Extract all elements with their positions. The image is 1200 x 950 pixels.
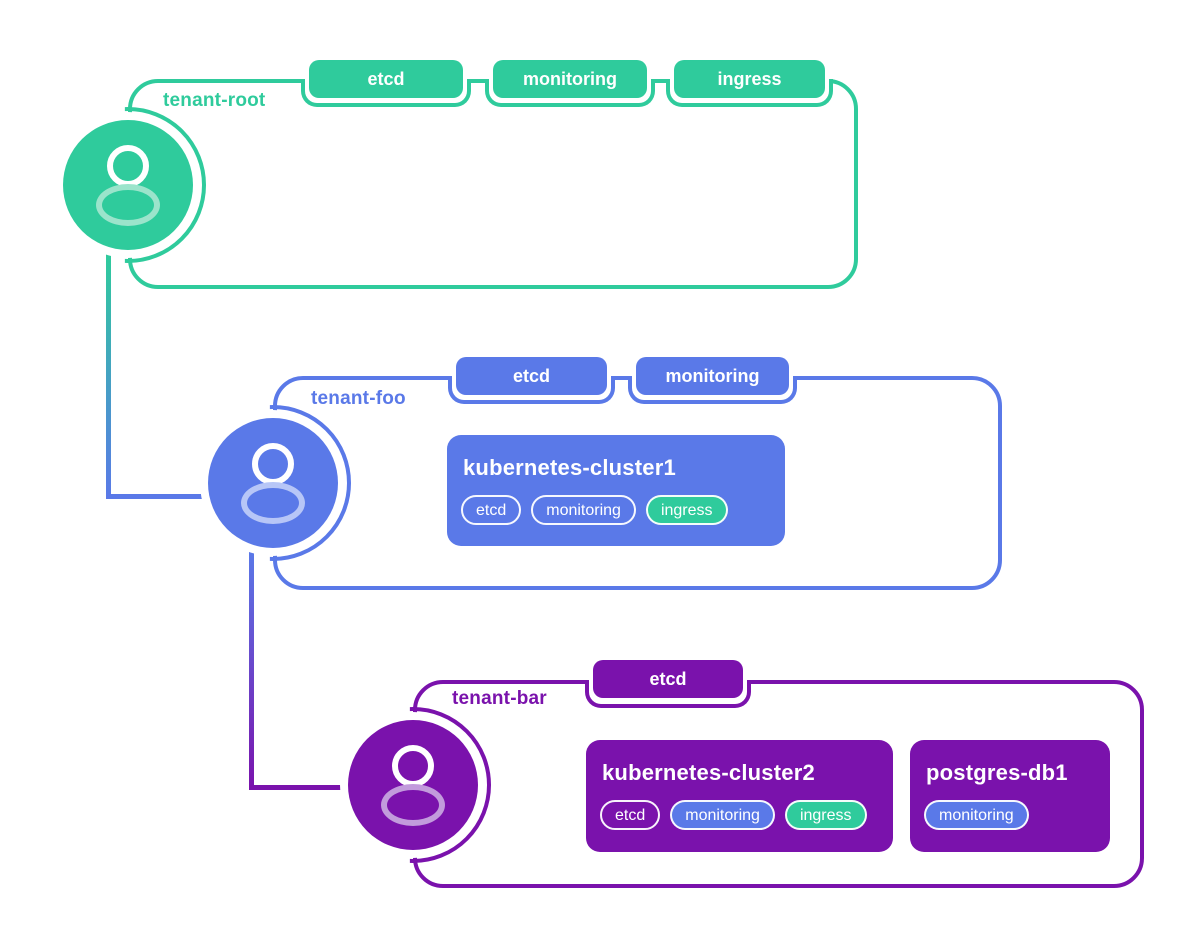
- workload-title: kubernetes-cluster2: [602, 760, 815, 785]
- badge-etcd: etcd: [461, 495, 522, 525]
- tenant-bar-name-label: tenant-bar: [452, 688, 547, 709]
- workload-badges: monitoring: [924, 800, 1029, 830]
- badge-etcd: etcd: [600, 800, 661, 830]
- badge-monitoring: monitoring: [531, 495, 636, 525]
- badge-ingress: ingress: [784, 800, 867, 830]
- badge-monitoring: monitoring: [670, 800, 775, 830]
- connector-foo-to-bar-vertical: [249, 552, 254, 790]
- connector-root-to-foo-horizontal: [106, 494, 206, 499]
- badge-ingress: ingress: [645, 495, 728, 525]
- tenant-root-tag-monitoring: monitoring: [493, 60, 647, 98]
- workload-title: postgres-db1: [926, 760, 1068, 785]
- tenant-foo-tag-etcd: etcd: [456, 357, 607, 395]
- workload-card-kubernetes-cluster1: kubernetes-cluster1 etcd monitoring ingr…: [447, 435, 785, 546]
- tenant-root-tag-ingress: ingress: [674, 60, 825, 98]
- connector-root-to-foo-vertical: [106, 254, 111, 499]
- badge-monitoring: monitoring: [924, 800, 1029, 830]
- tenant-root-tag-etcd: etcd: [309, 60, 463, 98]
- tenant-foo-name-label: tenant-foo: [311, 388, 406, 409]
- workload-title: kubernetes-cluster1: [463, 455, 676, 480]
- workload-card-kubernetes-cluster2: kubernetes-cluster2 etcd monitoring ingr…: [586, 740, 893, 852]
- workload-card-postgres-db1: postgres-db1 monitoring: [910, 740, 1110, 852]
- workload-badges: etcd monitoring ingress: [461, 495, 728, 525]
- workload-badges: etcd monitoring ingress: [600, 800, 867, 830]
- tenant-foo-tag-monitoring: monitoring: [636, 357, 789, 395]
- connector-foo-to-bar-horizontal: [249, 785, 348, 790]
- tenant-root-name-label: tenant-root: [163, 90, 266, 111]
- tenant-bar-tag-etcd: etcd: [593, 660, 743, 698]
